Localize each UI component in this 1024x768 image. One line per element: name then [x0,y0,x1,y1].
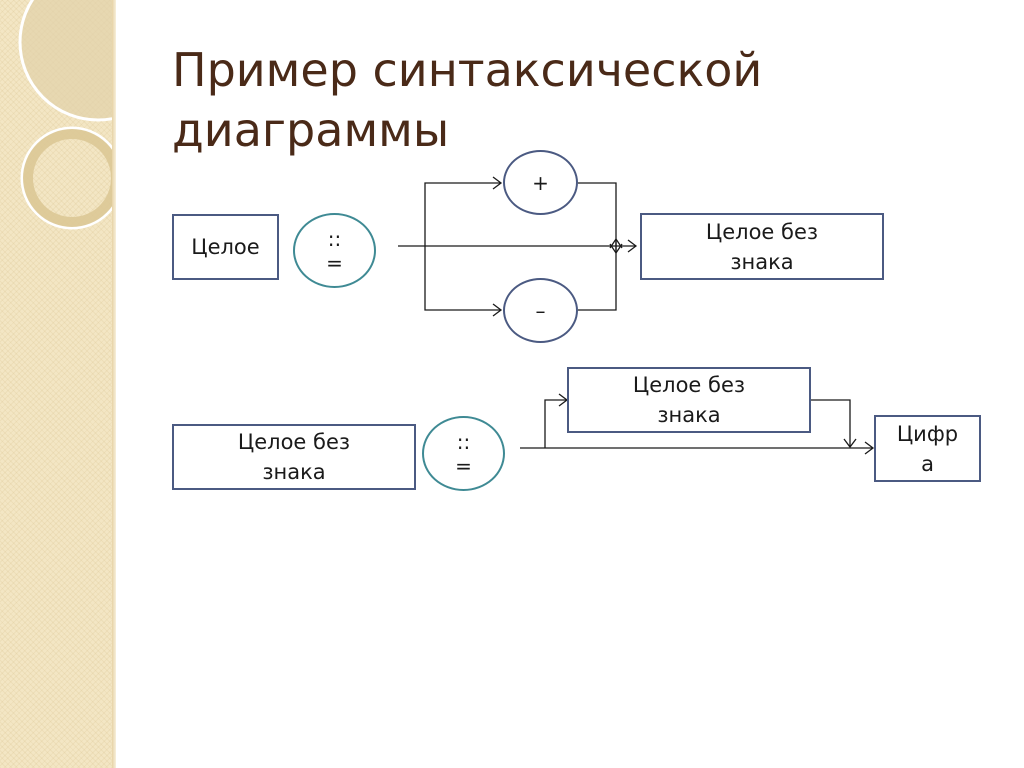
unsigned-integer-def-line2: знака [262,460,326,484]
main-flow-arrowhead [627,239,638,253]
integer-label: Целое [191,235,260,259]
unsigned-integer-loop-line1: Целое без [632,373,746,397]
lower-return-arrowhead [609,237,623,249]
unsigned-integer-box: Целое без знака [640,213,884,280]
upper-branch-line [424,182,500,246]
minus-circle: – [503,278,578,343]
sidebar-edge [112,0,116,768]
unsigned-integer-loop-box: Целое без знака [567,367,811,433]
plus-sign: + [532,170,549,195]
digit-label-line2: а [921,451,934,476]
title-line-2: диаграммы [172,103,450,157]
unsigned-integer-loop-line2: знака [657,403,721,427]
decorative-rings [18,0,112,230]
unsigned-integer-label-line2: знака [730,249,794,274]
unsigned-integer-def-line1: Целое без [237,430,351,454]
slide-title: Пример синтаксической диаграммы [172,40,972,160]
loop-exit-line [810,399,851,446]
plus-circle: + [503,150,578,215]
integer-box: Целое [172,214,279,280]
definition-colons: :: [327,226,342,251]
loop-exit-arrowhead [843,438,857,449]
title-line-1: Пример синтаксической [172,43,763,97]
main-flow-arrowhead-2 [864,441,875,455]
upper-branch-arrowhead [492,176,503,190]
minus-sign: – [535,298,546,323]
definition-equals: = [326,250,343,275]
digit-box: Цифр а [874,415,981,482]
unsigned-integer-label-line1: Целое без [705,219,819,244]
definition-symbol-circle-2: :: = [422,416,505,491]
lower-branch-line [424,246,500,311]
upper-return-line [578,182,617,252]
definition-colons-2: :: [456,429,471,454]
lower-return-line [578,240,617,311]
definition-equals-2: = [455,453,472,478]
decorative-sidebar [0,0,112,768]
digit-label-line1: Цифр [896,421,959,446]
lower-branch-arrowhead [492,303,503,317]
definition-symbol-circle: :: = [293,213,376,288]
unsigned-integer-def-box: Целое без знака [172,424,416,490]
loop-entry-line [544,399,566,448]
